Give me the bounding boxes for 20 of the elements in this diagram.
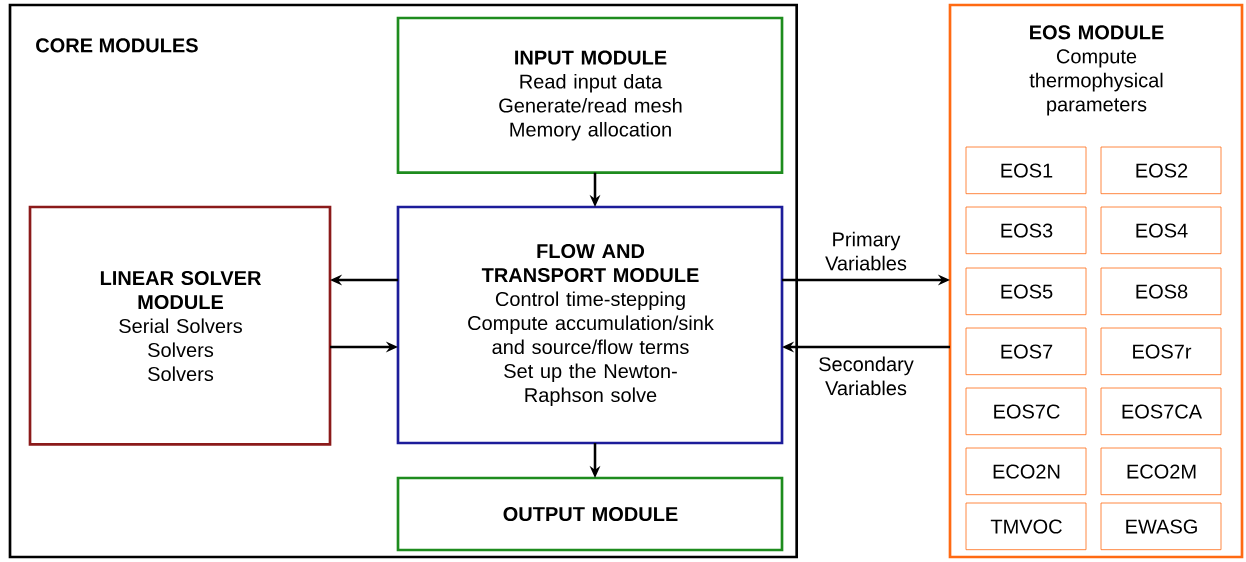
eos-box: EOS8 — [1100, 267, 1222, 316]
module-box: FLOW AND TRANSPORT MODULE Control time-stepping Compute accumulation/sink and source/flow terms Set up the Newton-Raphson solve — [396, 205, 784, 445]
eos-box: EOS7C — [965, 387, 1087, 436]
edge-label: Secondary Variables — [819, 356, 914, 396]
eos-box: EOS5 — [965, 267, 1087, 316]
eos-box: ECO2M — [1100, 447, 1222, 496]
eos-box: EOS7 — [965, 327, 1087, 376]
eos-box: EOS4 — [1100, 206, 1222, 255]
eos-box: ECO2N — [965, 447, 1087, 496]
module-box: INPUT MODULE Read input data Generate/read mesh Memory allocation — [396, 16, 784, 174]
eos-box: EOS7r — [1100, 327, 1222, 376]
edge-label: Primary Variables — [825, 231, 907, 271]
eos-box: EOS7CA — [1100, 387, 1222, 436]
eos-box: EOS1 — [965, 146, 1087, 195]
eos-box: EWASG — [1100, 502, 1222, 551]
eos-box: TMVOC — [965, 502, 1087, 551]
eos-box: EOS2 — [1100, 146, 1222, 195]
module-box: LINEAR SOLVER MODULE Serial Solvers Solvers Solvers — [28, 205, 332, 446]
module-box: OUTPUT MODULE — [396, 476, 784, 552]
eos-box: EOS3 — [965, 206, 1087, 255]
